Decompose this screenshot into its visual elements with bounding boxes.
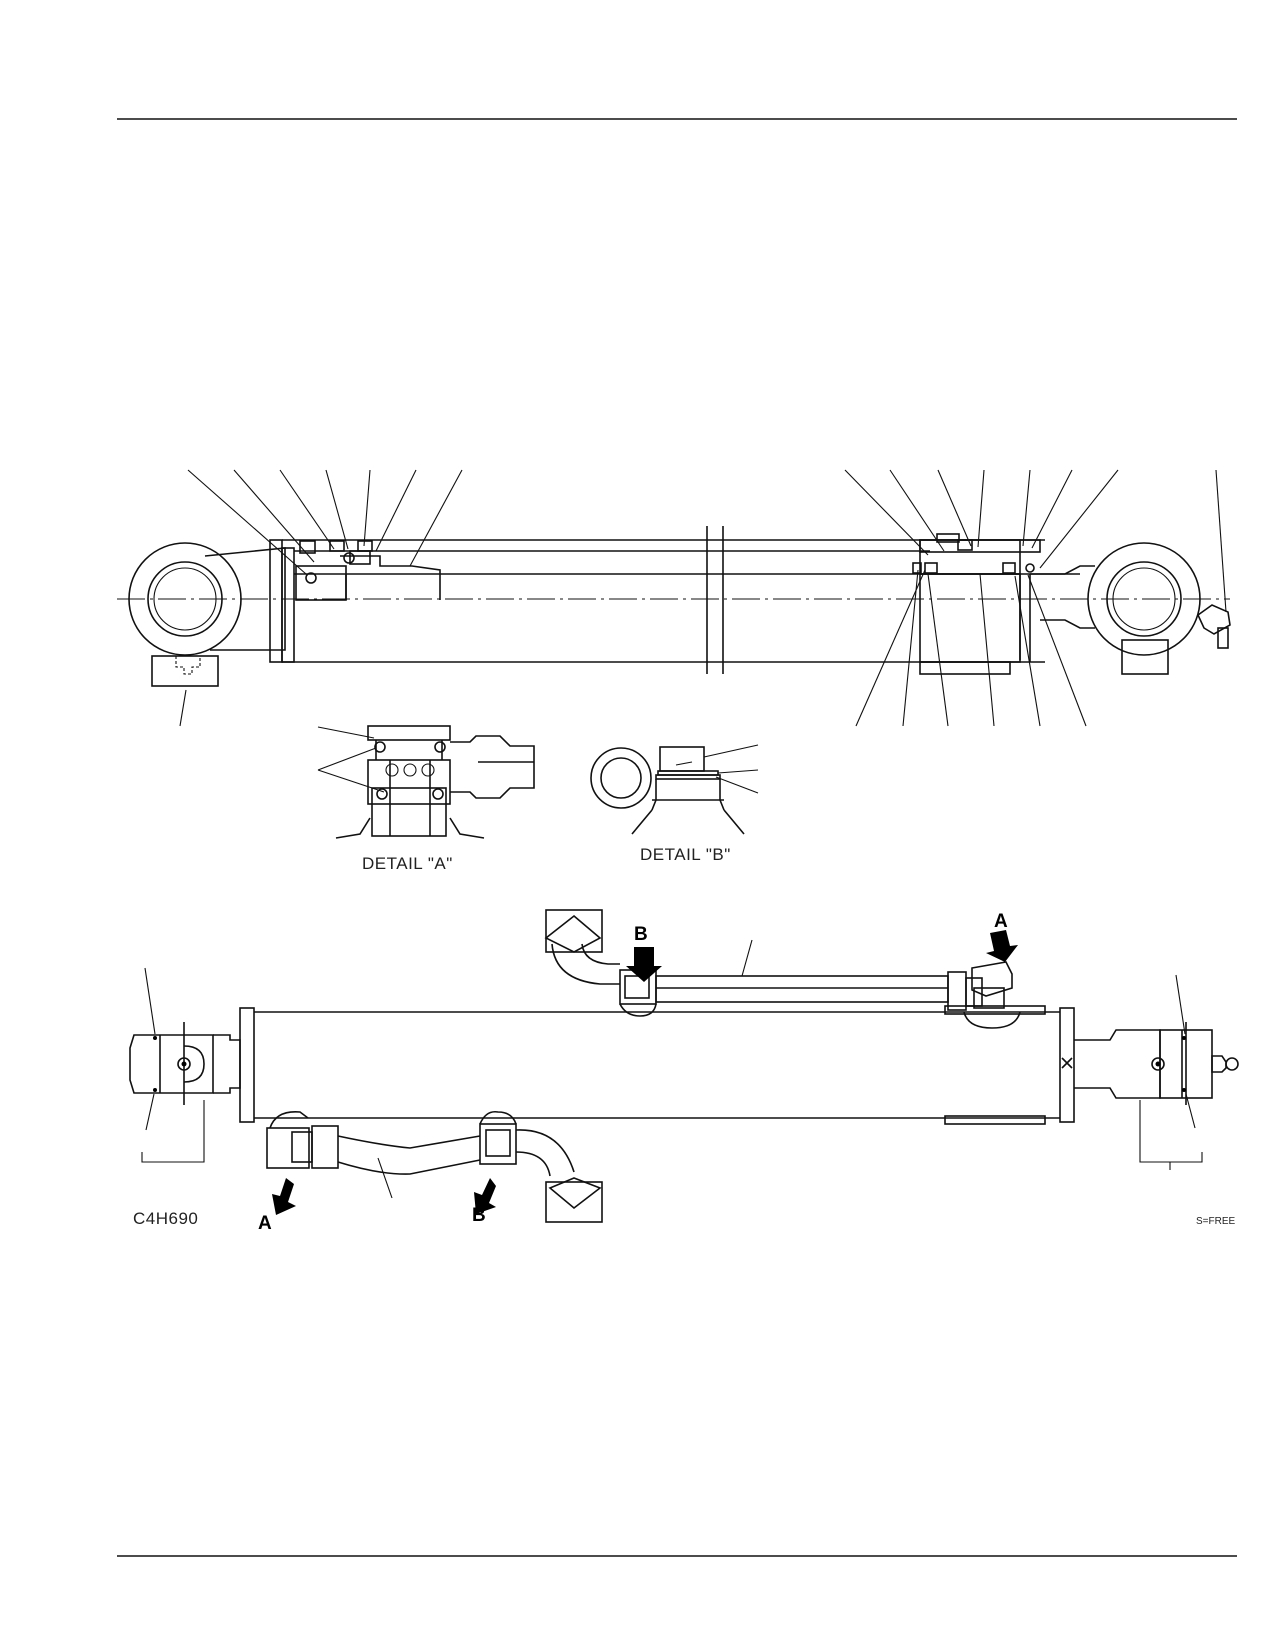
detail-a-drawing <box>317 725 535 839</box>
detail-b-drawing <box>590 744 759 835</box>
arrow-a-lower-label: A <box>258 1213 272 1234</box>
detail-a-caption: DETAIL "A" <box>362 854 453 873</box>
cylinder-section-view <box>117 469 1231 727</box>
arrow-b-upper-label: B <box>634 924 648 945</box>
detail-b-caption: DETAIL "B" <box>640 845 731 864</box>
scale-note: S=FREE <box>1196 1216 1236 1227</box>
arrow-b-lower-label: B <box>472 1205 486 1226</box>
figure-code: C4H690 <box>133 1209 198 1228</box>
arrow-a-upper-label: A <box>994 911 1008 932</box>
cylinder-external-view <box>129 909 1239 1223</box>
